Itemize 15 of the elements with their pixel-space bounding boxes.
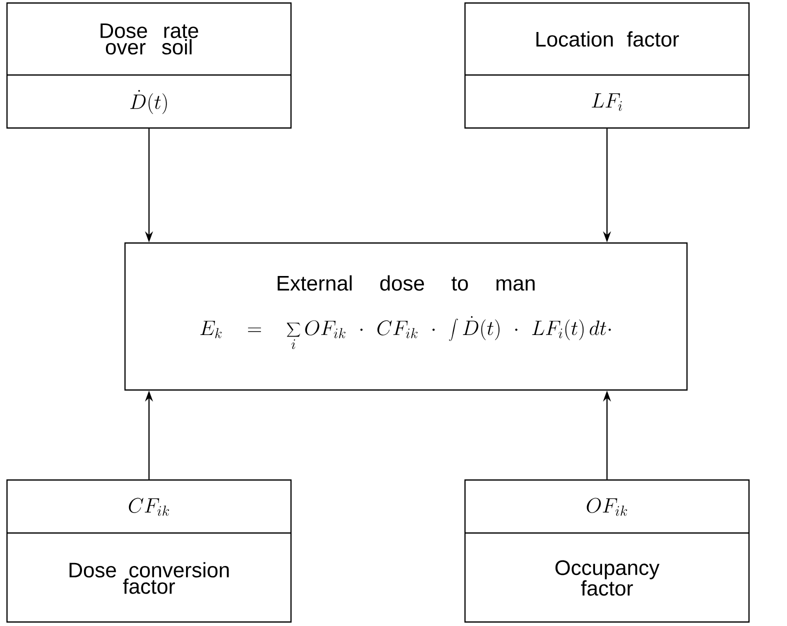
box-heading: Dose rate over soil <box>100 23 198 55</box>
formula: $OF_{ik}$ <box>586 498 628 516</box>
labeled-box <box>464 479 750 623</box>
formula: $LF_{i}$ <box>592 93 622 111</box>
box-heading: Occupancy factor <box>555 560 660 596</box>
box-heading: External dose to man <box>278 275 535 291</box>
labeled-box <box>464 2 750 129</box>
labeled-box <box>6 2 292 129</box>
labeled-box <box>6 479 292 623</box>
box-heading: Location factor <box>536 31 679 47</box>
formula: $\dot{D}(t)$ <box>130 90 167 114</box>
labeled-box <box>124 242 688 391</box>
box-heading: Dose conversion factor <box>70 562 229 594</box>
formula: $CF_{ik}$ <box>128 498 170 516</box>
formula: $E_{k} = \sum_{i} OF_{ik} \cdot CF_{ik} \cdot \int \dot{D}(t) \cdot LF_{i}(t)\,dt \cdot$ <box>200 316 611 350</box>
